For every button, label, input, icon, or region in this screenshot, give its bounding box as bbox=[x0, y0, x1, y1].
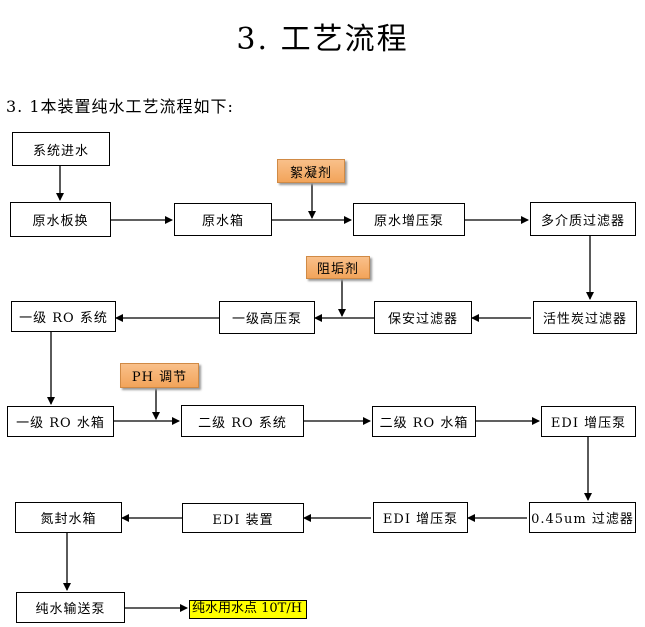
tag-ph-adjust: PH 调节 bbox=[120, 363, 199, 388]
box-secondary-ro-tank: 二级 RO 水箱 bbox=[372, 406, 476, 437]
box-activated-carbon-filter: 活性炭过滤器 bbox=[533, 301, 637, 334]
box-primary-ro-tank: 一级 RO 水箱 bbox=[7, 406, 114, 437]
section-subtitle: 3. 1本装置纯水工艺流程如下: bbox=[6, 97, 234, 116]
box-raw-water-booster-pump: 原水增压泵 bbox=[353, 203, 465, 236]
box-primary-high-pressure-pump: 一级高压泵 bbox=[219, 301, 315, 334]
page-title: 3. 工艺流程 bbox=[236, 22, 409, 57]
box-nitrogen-seal-tank: 氮封水箱 bbox=[15, 502, 122, 533]
box-primary-ro-system: 一级 RO 系统 bbox=[11, 301, 116, 332]
box-edi-booster-pump-2: EDI 增压泵 bbox=[373, 502, 468, 533]
box-security-filter: 保安过滤器 bbox=[374, 301, 472, 334]
box-multimedia-filter: 多介质过滤器 bbox=[530, 202, 636, 236]
box-edi-device: EDI 装置 bbox=[182, 503, 304, 533]
tag-flocculant: 絮凝剂 bbox=[277, 159, 345, 183]
box-system-inlet: 系统进水 bbox=[12, 132, 110, 166]
box-0-45um-filter: 0.45um 过滤器 bbox=[529, 502, 636, 533]
box-raw-water-tank: 原水箱 bbox=[174, 203, 272, 236]
box-raw-water-heat-exchange: 原水板换 bbox=[10, 202, 111, 237]
label-pure-water-use-point: 纯水用水点 10T/H bbox=[189, 600, 307, 619]
tag-scale-inhibitor: 阻垢剂 bbox=[306, 256, 370, 279]
box-edi-booster-pump-1: EDI 增压泵 bbox=[541, 406, 636, 437]
box-pure-water-pump: 纯水输送泵 bbox=[16, 592, 125, 623]
box-secondary-ro-system: 二级 RO 系统 bbox=[181, 405, 304, 437]
